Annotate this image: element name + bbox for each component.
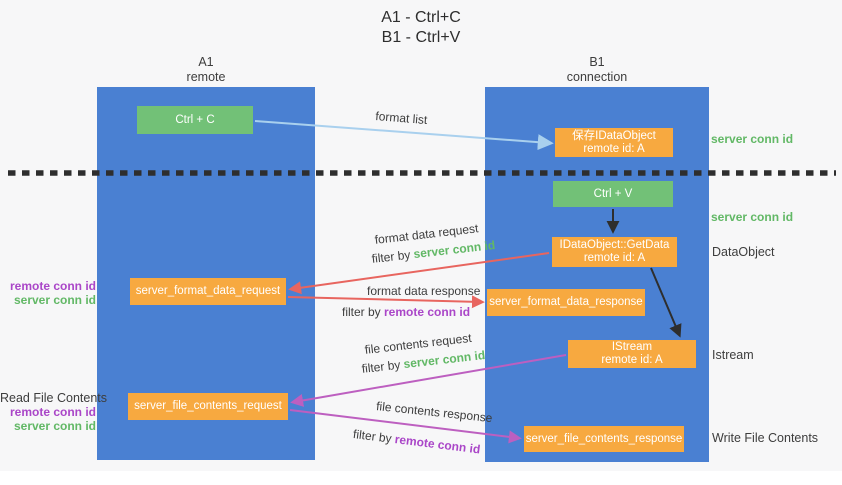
column-b-subtitle: connection [566, 70, 628, 84]
istream-line1: IStream [611, 341, 653, 353]
left-conn-id-group-bottom: Read File Contents remote conn id server… [0, 391, 108, 433]
istream-line2: remote id: A [601, 354, 663, 366]
column-a-subtitle: remote [186, 70, 226, 84]
column-b-header: B1 connection [485, 55, 709, 85]
server-conn-id-left-top: server conn id [13, 293, 96, 307]
getdata-line2: remote id: A [583, 252, 646, 264]
arrow-getdata-to-istream [650, 267, 682, 338]
filter-by-text: filter by [342, 305, 385, 319]
read-file-contents-label: Read File Contents [0, 391, 108, 405]
server-file-contents-response-label: server_file_contents_response [525, 432, 683, 445]
getdata-line1: IDataObject::GetData [559, 239, 670, 251]
save-idataobject-line2: remote id: A [583, 142, 645, 155]
dataobject-side-label: DataObject [712, 245, 775, 259]
ctrl-v-label: Ctrl + V [593, 187, 633, 200]
remote-conn-id-left-bottom: remote conn id [9, 405, 96, 419]
title-line-2: B1 - Ctrl+V [381, 29, 461, 46]
column-a-name: A1 [198, 55, 214, 69]
title-line-1: A1 - Ctrl+C [381, 9, 461, 26]
server-file-contents-response-box: server_file_contents_response [524, 426, 684, 452]
save-idataobject-line1: 保存IDataObject [572, 129, 656, 142]
arrow-file-contents-response [289, 409, 522, 444]
server-format-data-response-label: server_format_data_response [489, 296, 643, 308]
server-format-data-request-box: server_format_data_request [130, 278, 286, 305]
ctrl-v-box: Ctrl + V [553, 181, 673, 207]
column-a-header: A1 remote [97, 55, 315, 85]
server-conn-id-right-top: server conn id [711, 132, 794, 146]
ctrl-c-box: Ctrl + C [137, 106, 253, 134]
server-format-data-request-label: server_format_data_request [135, 285, 281, 297]
bottom-strip [0, 471, 842, 485]
arrow-file-contents-request [290, 354, 567, 407]
server-file-contents-request-box: server_file_contents_request [128, 393, 288, 420]
column-b-name: B1 [589, 55, 605, 69]
server-conn-id-right-mid: server conn id [711, 210, 794, 224]
diagram-title: A1 - Ctrl+C B1 - Ctrl+V [0, 8, 842, 48]
istream-side-label: Istream [712, 348, 754, 362]
arrow-format-data-request [288, 252, 550, 295]
remote-conn-id-text: remote conn id [384, 305, 471, 319]
remote-conn-id-left-top: remote conn id [9, 279, 96, 293]
server-conn-id-left-bottom: server conn id [13, 419, 96, 433]
left-conn-id-group-top: remote conn id server conn id [0, 279, 96, 307]
format-data-response-label: format data response [367, 284, 481, 298]
getdata-box: IDataObject::GetData remote id: A [552, 237, 677, 267]
arrow-format-data-response [287, 295, 485, 309]
format-data-response-filter-label: filter by remote conn id [342, 305, 470, 319]
save-idataobject-box: 保存IDataObject remote id: A [555, 128, 673, 157]
istream-box: IStream remote id: A [568, 340, 696, 368]
ctrl-c-label: Ctrl + C [175, 113, 215, 126]
server-file-contents-request-label: server_file_contents_request [134, 400, 282, 412]
arrow-format-list [254, 120, 554, 151]
write-file-contents-label: Write File Contents [712, 431, 819, 445]
server-format-data-response-box: server_format_data_response [487, 289, 645, 316]
